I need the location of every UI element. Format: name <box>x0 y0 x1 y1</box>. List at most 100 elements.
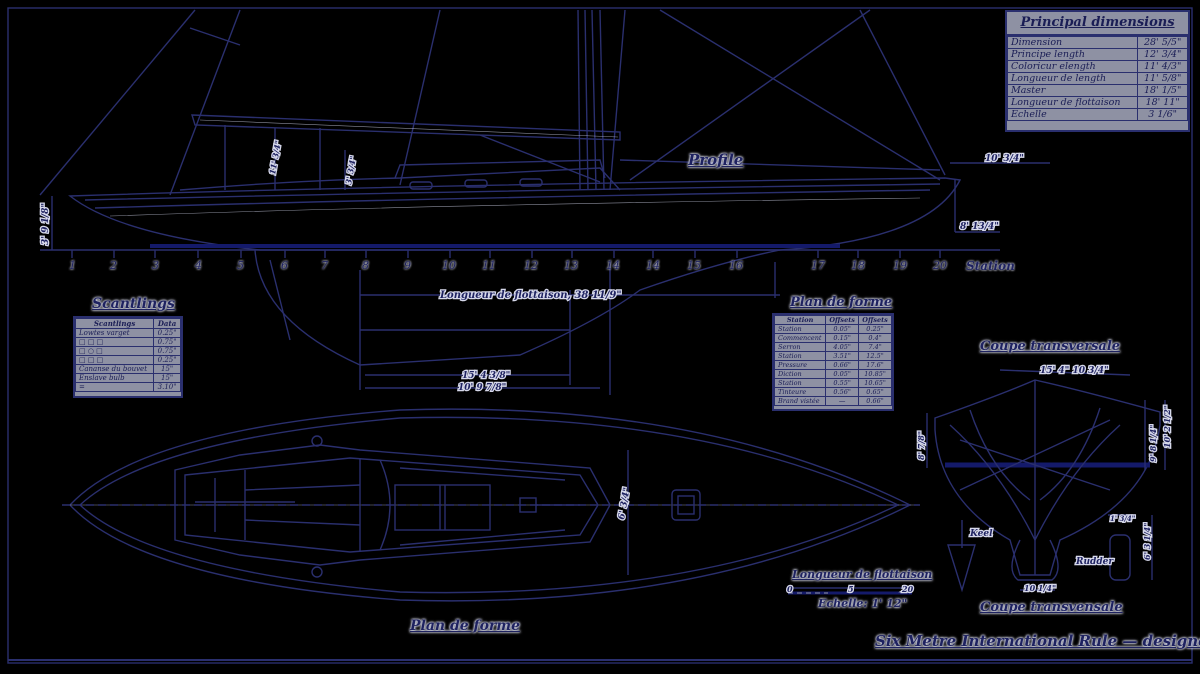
hull-profile <box>40 159 1050 395</box>
cell: 3.10" <box>153 382 181 392</box>
frame-border <box>7 7 1193 664</box>
cell: 0.75" <box>153 346 181 356</box>
dim-label: Principe length <box>1006 48 1139 61</box>
table-row: □ □ □0.75" <box>74 337 181 347</box>
column-header: Offsets <box>858 315 892 325</box>
stern-height-dim: 3' 9 1/8" <box>41 203 51 245</box>
station-14a: 14 <box>606 259 620 272</box>
cell: Pressure <box>773 360 827 370</box>
rudder-label: Rudder <box>1075 557 1114 567</box>
station-7: 7 <box>321 259 328 272</box>
cell: 0.05" <box>825 369 860 379</box>
cell: □ ○ □ <box>74 346 155 356</box>
station-ticks <box>71 250 941 258</box>
plan-beam-dim: 6' 3/4" <box>617 487 633 521</box>
station-15: 15 <box>687 259 701 272</box>
column-header: Data <box>153 318 181 329</box>
cell: 0.4" <box>858 333 892 343</box>
dim-value: 11' 4/3" <box>1137 60 1188 73</box>
cell: = <box>74 382 155 392</box>
cell: Commencent <box>773 333 827 343</box>
station-axis-label: Station <box>966 259 1015 273</box>
scale-bar-title: Longueur de flottaison <box>792 568 933 581</box>
cell: 0.55" <box>825 378 860 388</box>
dim-label: Coloricur elength <box>1006 60 1139 73</box>
dim-label: Longueur de flottaison <box>1006 96 1139 109</box>
profile-title: Profile <box>688 151 744 169</box>
cell: □ □ □ <box>74 355 155 365</box>
station-6: 6 <box>281 259 288 272</box>
keel-label: Keel <box>969 529 993 539</box>
cell: 0.75" <box>153 337 181 347</box>
cell: 10.85" <box>858 369 892 379</box>
principal-dimensions-title: Principal dimensions <box>1007 12 1188 36</box>
station-18: 18 <box>851 259 865 272</box>
scale-bar <box>788 587 912 595</box>
scale-tick-20: 20 <box>901 584 914 594</box>
footer-caption: Six Metre International Rule — designed … <box>875 632 1200 650</box>
section-title-bottom: Coupe transvensale <box>980 600 1123 615</box>
station-11: 11 <box>482 259 496 272</box>
station-16: 16 <box>729 259 743 272</box>
rigging <box>39 9 946 196</box>
column-header: Scantlings <box>74 318 155 329</box>
cell: 0.05" <box>825 324 860 334</box>
station-5: 5 <box>237 259 244 272</box>
deck-plan <box>62 408 920 602</box>
dim-value: 12' 3/4" <box>1137 48 1188 61</box>
cell: 17.6" <box>858 360 892 370</box>
dim-label: Longueur de length <box>1006 72 1139 85</box>
station-14b: 14 <box>646 259 660 272</box>
dim-value: 28' 5/5" <box>1137 36 1188 49</box>
station-19: 19 <box>893 259 907 272</box>
section-right-dim-2: 10' 2 1/2" <box>1162 405 1172 448</box>
section-right-dim-1: 9' 8 1/4" <box>1148 425 1158 462</box>
scantlings-title: Scantlings <box>92 296 175 312</box>
cell: Diction <box>773 369 827 379</box>
dim-value: 11' 5/8" <box>1137 72 1188 85</box>
cross-section <box>926 369 1166 593</box>
scale-tick-5: 5 <box>848 584 854 594</box>
dim-value: 18' 1/5" <box>1137 84 1188 97</box>
station-8: 8 <box>362 259 369 272</box>
cell: Station <box>773 351 827 361</box>
station-13: 13 <box>564 259 578 272</box>
cell: 0.25" <box>858 324 892 334</box>
bulb-dim: 10 1/4" <box>1024 583 1056 593</box>
cell: □ □ □ <box>74 337 155 347</box>
section-beam-dim: 15' 4" 10 3/4" <box>1040 366 1109 376</box>
station-1: 1 <box>69 259 76 272</box>
bow-overhang-dim: 10' 3/4" <box>985 154 1024 164</box>
cell: 12.5" <box>858 351 892 361</box>
station-12: 12 <box>524 259 538 272</box>
rudder-height-dim: 6' 3 1/4" <box>1142 523 1152 560</box>
cell: Brand vistée <box>773 396 827 406</box>
table-row: □ ○ □0.75" <box>74 346 181 356</box>
cell: Station <box>773 378 827 388</box>
station-17: 17 <box>811 259 825 272</box>
cell: 4.05" <box>825 342 860 352</box>
rudder-width-dim: 1' 3/4" <box>1110 514 1135 523</box>
column-header: Station <box>773 315 827 325</box>
cell: 0.66" <box>825 360 860 370</box>
column-header: Offsets <box>825 315 860 325</box>
cell: 0.25" <box>153 328 181 338</box>
